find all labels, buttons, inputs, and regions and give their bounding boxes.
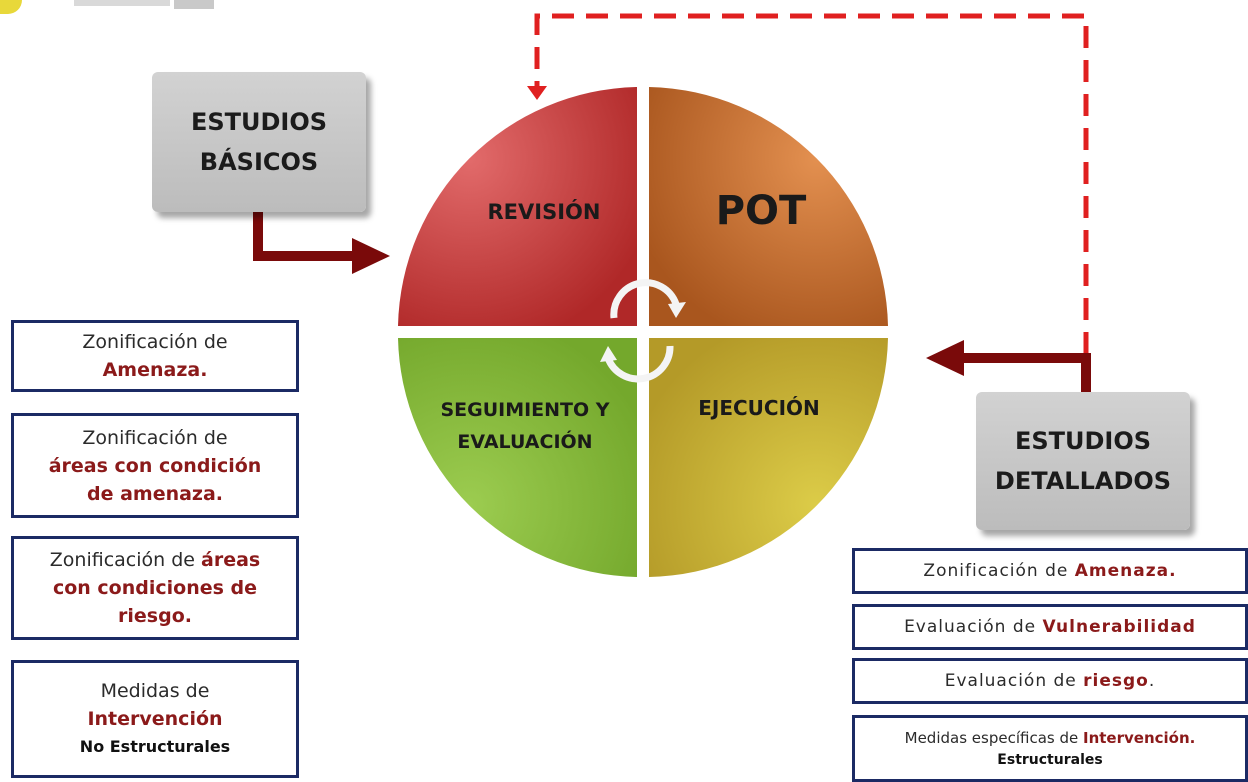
box-highlight: riesgo [1083,671,1149,691]
box-highlight: riesgo. [118,605,192,627]
quadrant-ejecucion [649,338,888,577]
detallados-arrowhead [926,340,964,376]
cycle-arrow-top [610,279,680,319]
left-box-zonificacion-amenaza: Zonificación de Amenaza. [11,320,299,392]
cycle-arrow-bottom [604,345,674,383]
estudios-basicos-box: ESTUDIOS BÁSICOS [152,72,366,212]
quadrant-revision [398,87,637,326]
box-text: Zonificación de [82,331,228,353]
estudios-basicos-label: ESTUDIOS BÁSICOS [190,108,328,176]
left-box-zonificacion-areas-amenaza: Zonificación de áreas con condición de a… [11,413,299,518]
basicos-arrowhead [352,238,390,274]
logo-seal-fragment [174,0,214,9]
box-text: Evaluación de [944,671,1084,691]
estudios-detallados-label: ESTUDIOS DETALLADOS [994,427,1172,495]
box-highlight: Intervención. [1083,728,1196,747]
box-text: Zonificación de [923,561,1075,581]
basicos-arrow-shaft [253,210,356,261]
box-text: Evaluación de [904,617,1043,637]
box-text: . [1148,671,1156,691]
seguimiento-label: SEGUIMIENTO Y EVALUACIÓN [440,399,610,453]
box-text: Zonificación de [49,549,202,571]
box-text: Medidas específicas de [904,728,1083,747]
box-subtext: Estructurales [997,751,1103,768]
box-highlight: áreas [201,549,261,571]
logo-mark [0,0,22,14]
right-box-zonificacion-amenaza: Zonificación de Amenaza. [852,548,1248,594]
box-text: Zonificación de [82,426,228,449]
right-box-evaluacion-vulnerabilidad: Evaluación de Vulnerabilidad [852,604,1248,650]
box-highlight: con condiciones de [52,577,258,599]
right-box-medidas-estructurales: Medidas específicas de Intervención. Est… [852,715,1248,782]
feedback-arrowhead [527,86,547,100]
left-box-zonificacion-areas-riesgo: Zonificación de áreas con condiciones de… [11,536,299,640]
box-highlight: Amenaza. [102,359,208,381]
box-text-line: Zonificación de áreas [14,546,296,574]
quadrant-pot [649,87,888,326]
box-highlight: Amenaza. [1074,561,1177,581]
logo-text-fragment [74,0,170,6]
estudios-detallados-box: ESTUDIOS DETALLADOS [976,392,1190,530]
cycle-arrow-bottom-head [600,346,617,362]
cycle-arrow-top-head [668,302,686,318]
box-text: Medidas de [100,680,210,702]
left-box-medidas-no-estructurales: Medidas de Intervención No Estructurales [11,660,299,778]
right-box-evaluacion-riesgo: Evaluación de riesgo. [852,658,1248,704]
box-subtext: No Estructurales [79,737,231,756]
quadrant-seguimiento [398,338,637,577]
box-highlight: Intervención [87,708,223,730]
revision-label: REVISIÓN [487,200,601,224]
ejecucion-label: EJECUCIÓN [698,396,820,420]
pot-label: POT [715,188,807,234]
detallados-arrow-shaft [960,353,1091,392]
box-highlight: de amenaza. [86,482,224,505]
box-highlight: Vulnerabilidad [1042,617,1196,637]
feedback-dashed-line [534,13,1089,388]
box-highlight: áreas con condición [48,454,262,477]
